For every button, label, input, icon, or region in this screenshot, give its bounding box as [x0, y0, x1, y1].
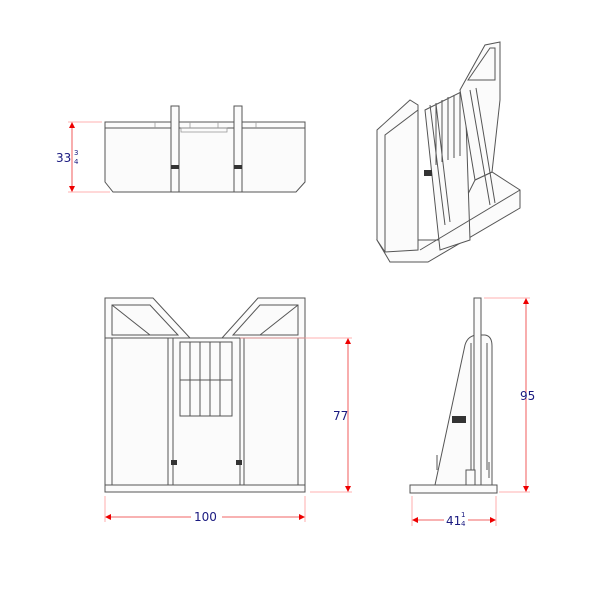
dimension-side-height: 95	[484, 297, 535, 493]
side-view	[409, 297, 498, 494]
svg-text:4: 4	[74, 158, 79, 166]
top-view	[104, 105, 306, 193]
front-view	[104, 297, 306, 493]
dimension-front-height: 77	[240, 337, 352, 493]
dimension-top-height: 33 3 4	[56, 121, 110, 193]
dimension-label-top-height: 33	[56, 151, 71, 165]
dimension-label-front-height: 77	[333, 409, 348, 423]
dimension-label-side-depth: 41	[446, 514, 461, 528]
dimension-label-side-height: 95	[520, 389, 535, 403]
svg-text:1: 1	[461, 511, 465, 519]
svg-text:4: 4	[461, 520, 466, 528]
dimension-front-width: 100	[104, 496, 306, 524]
dimension-label-front-width: 100	[194, 510, 217, 524]
dimension-side-depth: 41 1 4	[411, 496, 497, 528]
svg-text:3: 3	[74, 149, 78, 157]
isometric-view	[376, 41, 521, 263]
